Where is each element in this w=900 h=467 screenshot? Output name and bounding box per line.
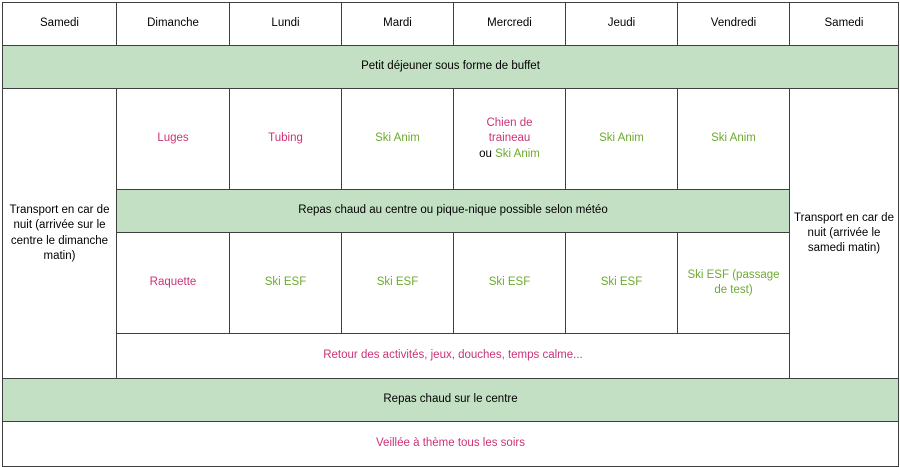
morning-activity-vendredi: Ski Anim — [677, 88, 790, 190]
activity-label-part-3: ou — [479, 147, 496, 160]
morning-activity-mercredi: Chien de traineau ou Ski Anim — [453, 88, 566, 190]
activity-label: Raquette — [149, 276, 197, 289]
day-header-samedi-end: Samedi — [789, 2, 899, 46]
night-activity-label: Veillée à thème tous les soirs — [376, 437, 525, 450]
day-header-row: Samedi Dimanche Lundi Mardi Mercredi Jeu… — [2, 2, 899, 46]
activity-label-line-2: (passage de test) — [714, 268, 780, 296]
activity-label: Ski Anim — [711, 132, 756, 145]
transport-arrival-line-6: matin) — [43, 249, 76, 262]
activity-label: Ski ESF — [376, 276, 419, 289]
afternoon-activity-vendredi: Ski ESF (passage de test) — [677, 232, 790, 334]
night-activity-band: Veillée à thème tous les soirs — [2, 421, 899, 467]
afternoon-activity-jeudi: Ski ESF — [565, 232, 678, 334]
breakfast-band: Petit déjeuner sous forme de buffet — [2, 45, 899, 89]
morning-activity-lundi: Tubing — [229, 88, 342, 190]
lunch-band: Repas chaud au centre ou pique-nique pos… — [116, 189, 790, 233]
day-header-dimanche: Dimanche — [116, 2, 230, 46]
morning-activity-dimanche: Luges — [116, 88, 230, 190]
lunch-row: Repas chaud au centre ou pique-nique pos… — [3, 189, 899, 233]
morning-activity-mardi: Ski Anim — [341, 88, 454, 190]
transport-arrival-line-5: dimanche — [58, 234, 109, 247]
activity-label: Tubing — [268, 132, 303, 145]
transport-departure-line-4: samedi — [807, 242, 845, 255]
transport-departure-line-5: matin) — [848, 242, 881, 255]
day-header-samedi-start: Samedi — [2, 2, 117, 46]
activity-label: Ski Anim — [599, 132, 644, 145]
breakfast-row: Petit déjeuner sous forme de buffet — [2, 45, 899, 89]
night-activity-row: Veillée à thème tous les soirs — [2, 421, 899, 467]
activity-label-part-2: traineau — [488, 132, 531, 145]
activity-label: Ski ESF — [600, 276, 643, 289]
dinner-row: Repas chaud sur le centre — [2, 378, 899, 422]
transport-arrival-line-2: en car de nuit — [13, 204, 110, 232]
activity-label-line-1: Ski ESF — [687, 268, 730, 281]
transport-departure-line-2: en car de nuit — [807, 211, 894, 239]
dinner-band: Repas chaud sur le centre — [2, 378, 899, 422]
afternoon-activities-row: Raquette Ski ESF Ski ESF Ski ESF Ski ESF… — [3, 232, 899, 334]
afternoon-activity-dimanche: Raquette — [116, 232, 230, 334]
evening-return-row: Retour des activités, jeux, douches, tem… — [3, 333, 899, 379]
activity-label: Luges — [157, 132, 189, 145]
transport-arrival-line-4: centre le — [10, 234, 56, 247]
day-header-jeudi: Jeudi — [565, 2, 678, 46]
transport-departure-line-1: Transport — [794, 211, 843, 224]
transport-departure-line-3: (arrivée le — [829, 226, 881, 239]
morning-activities-row: Transport en car de nuit (arrivée sur le… — [2, 88, 899, 379]
activity-label-part-1: Chien de — [486, 117, 533, 130]
evening-return-band: Retour des activités, jeux, douches, tem… — [116, 333, 790, 379]
afternoon-activity-mercredi: Ski ESF — [453, 232, 566, 334]
day-header-lundi: Lundi — [229, 2, 342, 46]
afternoon-activity-mardi: Ski ESF — [341, 232, 454, 334]
activity-label: Ski Anim — [375, 132, 420, 145]
transport-departure-cell: Transport en car de nuit (arrivée le sam… — [789, 88, 899, 379]
activity-label: Ski ESF — [488, 276, 531, 289]
activity-label-part-4: Ski Anim — [495, 147, 540, 160]
morning-activity-jeudi: Ski Anim — [565, 88, 678, 190]
transport-arrival-line-3: (arrivée sur le — [35, 219, 106, 232]
afternoon-activity-lundi: Ski ESF — [229, 232, 342, 334]
transport-arrival-cell: Transport en car de nuit (arrivée sur le… — [2, 88, 117, 379]
day-header-vendredi: Vendredi — [677, 2, 790, 46]
activity-label: Ski ESF — [264, 276, 307, 289]
evening-return-label: Retour des activités, jeux, douches, tem… — [323, 349, 583, 362]
day-header-mercredi: Mercredi — [453, 2, 566, 46]
day-header-mardi: Mardi — [341, 2, 454, 46]
transport-arrival-line-1: Transport — [9, 204, 59, 217]
